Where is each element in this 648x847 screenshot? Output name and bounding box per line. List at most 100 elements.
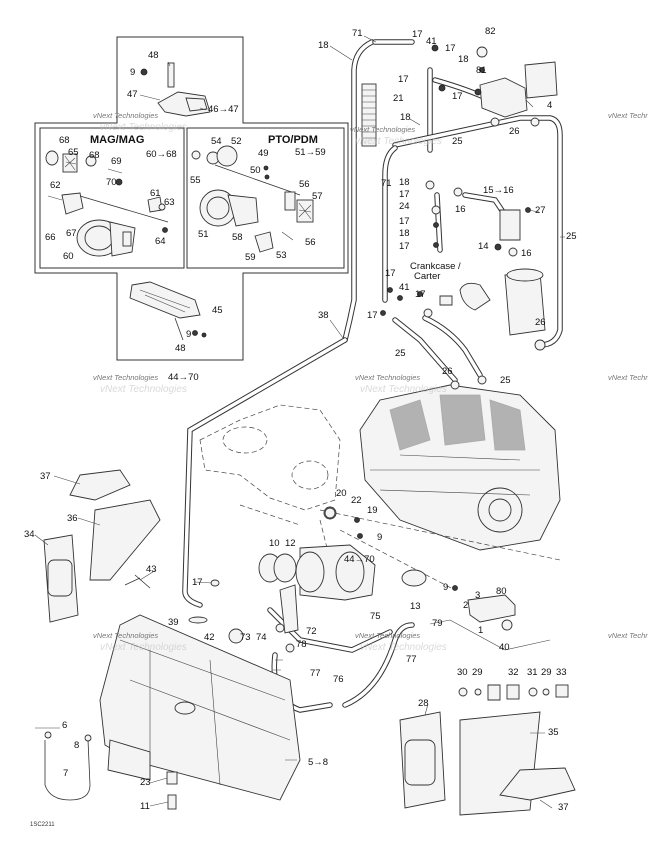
label-51-59: 51→59 bbox=[295, 147, 326, 158]
label-66: 66 bbox=[45, 232, 56, 243]
label-31: 31 bbox=[527, 667, 538, 678]
label-9b: 9 bbox=[186, 329, 191, 340]
label-29b: 29 bbox=[541, 667, 552, 678]
label-37b: 37 bbox=[558, 802, 569, 813]
label-51: 51 bbox=[198, 229, 209, 240]
label-18: 18 bbox=[318, 40, 329, 51]
label-41b: 41 bbox=[399, 282, 410, 293]
label-76: 76 bbox=[333, 674, 344, 685]
label-42: 42 bbox=[204, 632, 215, 643]
label-60-68: 60→68 bbox=[146, 149, 177, 160]
label-28: 28 bbox=[418, 698, 429, 709]
label-44-70: 44→70 bbox=[168, 372, 199, 383]
label-73: 73 bbox=[240, 632, 251, 643]
label-29: 29 bbox=[472, 667, 483, 678]
label-81: 81 bbox=[476, 65, 487, 76]
label-63: 63 bbox=[164, 197, 175, 208]
label-78: 78 bbox=[296, 639, 307, 650]
label-49: 49 bbox=[258, 148, 269, 159]
label-7: 7 bbox=[63, 768, 68, 779]
label-8: 8 bbox=[74, 740, 79, 751]
hose-network bbox=[182, 39, 563, 653]
label-46-47: 46→47 bbox=[208, 104, 239, 115]
label-55: 55 bbox=[190, 175, 201, 186]
label-36: 36 bbox=[67, 513, 78, 524]
watermark-1: vNext Technologies bbox=[93, 111, 158, 120]
label-33: 33 bbox=[556, 667, 567, 678]
label-18b: 18 bbox=[458, 54, 469, 65]
label-17: 17 bbox=[412, 29, 423, 40]
watermark-ghost-1: vNext Technologies bbox=[100, 122, 187, 133]
label-37: 37 bbox=[40, 471, 51, 482]
inset-frame bbox=[34, 36, 349, 361]
mag-throttle-assembly bbox=[45, 150, 169, 257]
label-34: 34 bbox=[24, 529, 35, 540]
label-6: 6 bbox=[62, 720, 67, 731]
label-12: 12 bbox=[285, 538, 296, 549]
label-3: 3 bbox=[475, 590, 480, 601]
cable-45 bbox=[129, 281, 207, 341]
engine-block bbox=[359, 384, 561, 551]
label-10: 10 bbox=[269, 538, 280, 549]
label-56: 56 bbox=[299, 179, 310, 190]
label-68b: 68 bbox=[89, 150, 100, 161]
label-17k: 17 bbox=[192, 577, 203, 588]
label-18c: 18 bbox=[400, 112, 411, 123]
fuel-tank bbox=[99, 614, 301, 801]
watermark-4: vNext Technologies bbox=[355, 373, 420, 382]
label-38: 38 bbox=[318, 310, 329, 321]
watermark-ghost-2: vNext Technologies bbox=[355, 136, 442, 147]
label-52: 52 bbox=[231, 136, 242, 147]
label-27: 27 bbox=[535, 205, 546, 216]
watermark-ghost-6: vNext Technologies bbox=[360, 642, 447, 653]
label-11: 11 bbox=[140, 801, 150, 812]
label-77b: 77 bbox=[406, 654, 417, 665]
label-70: 70 bbox=[106, 177, 117, 188]
label-26b: 26 bbox=[535, 317, 546, 328]
label-17j: 17 bbox=[367, 310, 378, 321]
label-17g: 17 bbox=[399, 241, 410, 252]
leader-lines bbox=[34, 35, 565, 809]
label-61: 61 bbox=[150, 188, 161, 199]
label-25c: 25 bbox=[395, 348, 406, 359]
label-64: 64 bbox=[155, 236, 166, 247]
bracket-1-3 bbox=[449, 594, 551, 651]
label-67: 67 bbox=[66, 228, 77, 239]
label-14: 14 bbox=[478, 241, 489, 252]
label-58: 58 bbox=[232, 232, 243, 243]
watermark-2: vNext Technologies bbox=[350, 125, 415, 134]
watermark-8: vNext Technologies bbox=[608, 373, 648, 382]
label-4: 4 bbox=[547, 100, 552, 111]
label-9c: 9 bbox=[377, 532, 382, 543]
label-23: 23 bbox=[140, 777, 151, 788]
exhaust-manifold-outline bbox=[199, 404, 561, 591]
label-43: 43 bbox=[146, 564, 157, 575]
label-18d: 18 bbox=[399, 177, 410, 188]
label-17e: 17 bbox=[399, 189, 410, 200]
label-9: 9 bbox=[130, 67, 135, 78]
label-15-16: 15→16 bbox=[483, 185, 514, 196]
label-45: 45 bbox=[212, 305, 223, 316]
label-30: 30 bbox=[457, 667, 468, 678]
label-25: 25 bbox=[452, 136, 463, 147]
label-17i: 17 bbox=[415, 289, 426, 300]
bracket-47 bbox=[140, 62, 211, 117]
label-77: 77 bbox=[310, 668, 321, 679]
watermark-6: vNext Technologies bbox=[355, 631, 420, 640]
label-19: 19 bbox=[367, 505, 378, 516]
label-53: 53 bbox=[276, 250, 287, 261]
carter-label: Carter bbox=[414, 271, 440, 282]
label-80: 80 bbox=[496, 586, 507, 597]
label-20: 20 bbox=[336, 488, 347, 499]
mag-box bbox=[39, 127, 185, 269]
label-56b: 56 bbox=[305, 237, 316, 248]
label-26: 26 bbox=[509, 126, 520, 137]
label-69: 69 bbox=[111, 156, 122, 167]
label-48: 48 bbox=[148, 50, 159, 61]
image-code: 1SC2211 bbox=[30, 822, 55, 828]
label-39: 39 bbox=[168, 617, 179, 628]
label-62: 62 bbox=[50, 180, 61, 191]
watermark-5: vNext Technologies bbox=[93, 631, 158, 640]
